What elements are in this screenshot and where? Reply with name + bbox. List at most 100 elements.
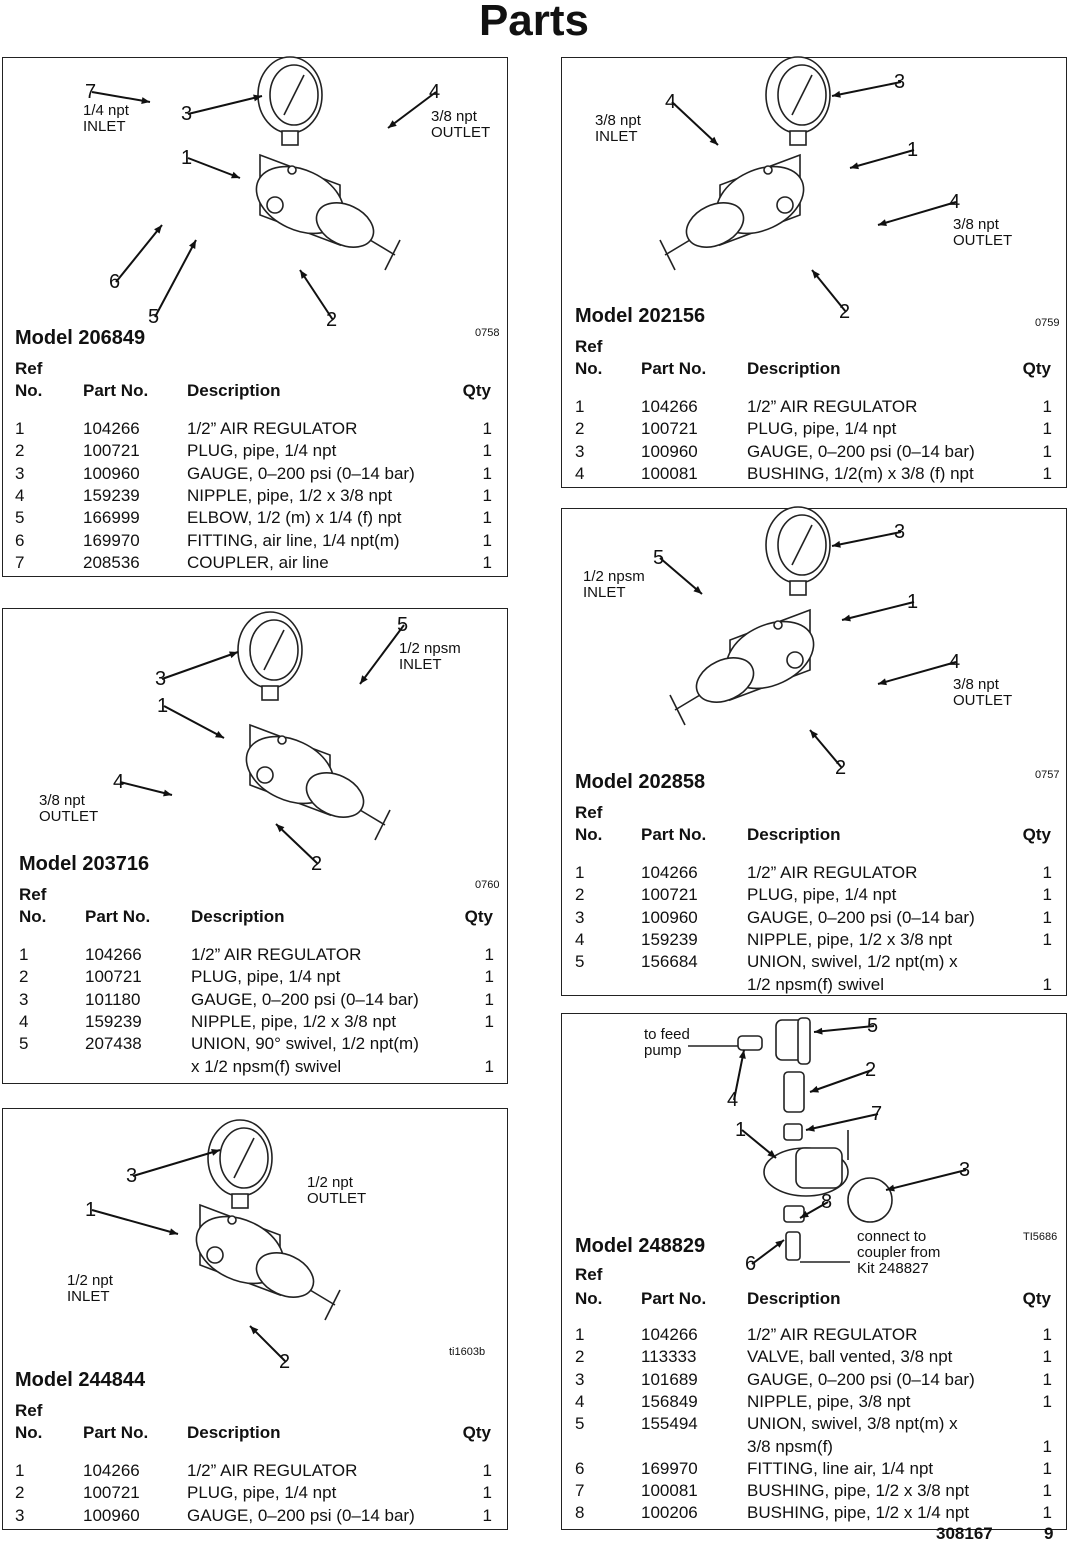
description: GAUGE, 0–200 psi (0–14 bar)	[187, 463, 415, 483]
callout-number: 2	[865, 1059, 877, 1081]
qty: 1	[482, 485, 492, 505]
part-number: 100081	[641, 463, 698, 483]
callout-number: 3	[155, 668, 167, 690]
leader-line	[114, 223, 163, 283]
qty: 1	[484, 1011, 494, 1031]
qty: 1	[1042, 929, 1052, 949]
callout-number: 4	[949, 651, 961, 673]
leader-line	[810, 268, 847, 313]
port-label: 3/8 npt OUTLET	[431, 108, 491, 141]
part-number: 104266	[641, 397, 698, 416]
ref-no: 2	[575, 885, 585, 905]
col-no: No.	[575, 1289, 603, 1308]
leader-line	[119, 780, 172, 796]
qty: 1	[482, 463, 492, 483]
leader-line	[658, 556, 703, 595]
regulator-illustration	[195, 1118, 341, 1320]
description: GAUGE, 0–200 psi (0–14 bar)	[747, 1369, 975, 1389]
qty: 1	[1042, 974, 1052, 994]
ref-no: 7	[575, 1481, 585, 1501]
arrowhead	[813, 1027, 823, 1035]
arrowhead	[877, 677, 887, 685]
leader-line	[132, 1148, 220, 1177]
qty: 1	[1042, 863, 1052, 882]
part-number: 100960	[641, 907, 698, 927]
col-ref: Ref	[575, 337, 603, 356]
callout-number: 1	[157, 695, 169, 717]
callout-number: 8	[821, 1191, 833, 1213]
col-ref: Ref	[15, 1401, 43, 1420]
arrowhead	[275, 823, 284, 832]
callout-number: 6	[109, 271, 121, 293]
col-description: Description	[187, 381, 281, 400]
col-part-no: Part No.	[641, 825, 707, 844]
model-title: Model 202156	[575, 305, 706, 327]
callout-number: 1	[85, 1199, 97, 1221]
ref-no: 5	[575, 952, 585, 972]
port-label: 3/8 npt OUTLET	[953, 676, 1013, 709]
arrowhead	[230, 171, 240, 178]
arrowhead	[774, 1239, 784, 1248]
part-number: 100721	[641, 419, 698, 439]
arrowhead	[359, 674, 368, 684]
description: FITTING, air line, 1/4 npt(m)	[187, 530, 400, 550]
leader-line	[885, 1168, 966, 1191]
qty: 1	[1042, 1503, 1052, 1523]
description: PLUG, pipe, 1/4 npt	[187, 441, 337, 461]
qty: 1	[482, 419, 492, 438]
description: NIPPLE, pipe, 1/2 x 3/8 npt	[191, 1011, 397, 1031]
description: GAUGE, 0–200 psi (0–14 bar)	[191, 989, 419, 1009]
col-part-no: Part No.	[641, 359, 707, 378]
leader-line	[805, 1112, 878, 1131]
qty: 1	[1042, 907, 1052, 927]
col-part-no: Part No.	[85, 907, 151, 926]
description: 3/8 npsm(f)	[747, 1436, 833, 1456]
arrowhead	[228, 650, 238, 658]
col-ref: Ref	[575, 1265, 603, 1284]
qty: 1	[1042, 1481, 1052, 1501]
qty: 1	[482, 441, 492, 461]
part-number: 159239	[83, 485, 140, 505]
part-number: 169970	[641, 1458, 698, 1478]
arrowhead	[252, 94, 262, 101]
col-description: Description	[747, 1289, 841, 1308]
regulator-illustration	[658, 55, 831, 270]
qty: 1	[482, 530, 492, 550]
part-number: 100960	[83, 463, 140, 483]
qty: 1	[1042, 1458, 1052, 1478]
leader-line	[831, 80, 901, 97]
callout-number: 1	[181, 147, 193, 169]
description: 1/2” AIR REGULATOR	[187, 1461, 358, 1480]
ref-no: 2	[19, 967, 29, 987]
ref-no: 5	[575, 1414, 585, 1434]
leader-line	[670, 100, 719, 146]
ref-no: 8	[575, 1503, 585, 1523]
qty: 1	[1042, 1325, 1052, 1344]
port-label: 1/2 npsm INLET	[583, 568, 645, 601]
callout-number: 3	[959, 1159, 971, 1181]
leader-line	[91, 1208, 178, 1235]
arrowhead	[168, 1227, 178, 1235]
part-number: 104266	[83, 419, 140, 438]
ref-no: 1	[15, 1461, 25, 1480]
col-ref: Ref	[15, 359, 43, 378]
part-number: 208536	[83, 552, 140, 572]
col-description: Description	[747, 825, 841, 844]
part-number: 101689	[641, 1369, 698, 1389]
description: BUSHING, pipe, 1/2 x 1/4 npt	[747, 1503, 970, 1523]
callout-number: 5	[397, 614, 409, 636]
col-description: Description	[747, 359, 841, 378]
callout-number: 1	[907, 591, 919, 613]
